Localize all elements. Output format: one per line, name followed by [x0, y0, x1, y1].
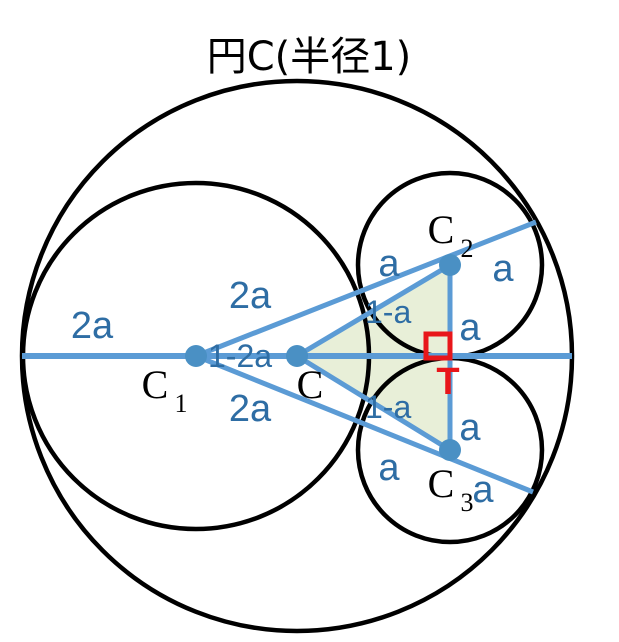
label-a-c3-above: a [459, 407, 481, 449]
label-1-minus-a-lower: 1-a [365, 389, 411, 425]
point-dot-C3 [439, 439, 461, 461]
point-dot-C2 [439, 254, 461, 276]
point-dot-C [286, 345, 308, 367]
diagram-title: 円C(半径1) [207, 34, 412, 80]
point-label-C3-subscript: 3 [461, 488, 474, 517]
segment-c-to-c3 [295, 353, 452, 453]
label-a-c3-right: a [472, 469, 494, 511]
label-2a-left: 2a [71, 305, 114, 347]
point-label-C2-subscript: 2 [461, 234, 474, 263]
right-angle-marker-icon [423, 331, 453, 361]
label-2a-upper: 2a [229, 275, 272, 317]
point-dot-C1 [185, 345, 207, 367]
label-a-c2-right: a [492, 248, 514, 290]
label-1-minus-a-upper: 1-a [365, 294, 411, 330]
segment-c-to-c2 [295, 262, 452, 359]
tangent-point-label-T: T [436, 361, 459, 403]
point-label-C3: C [428, 461, 455, 506]
point-label-C2: C [428, 207, 455, 252]
point-label-C1: C [142, 362, 169, 407]
label-a-c3-left: a [378, 447, 400, 489]
label-2a-lower: 2a [229, 388, 272, 430]
label-1-minus-2a: 1-2a [208, 338, 272, 374]
label-a-c2-below: a [459, 307, 481, 349]
segment-c1-to-c3-extended [195, 353, 534, 495]
segment-c1-to-c2-extended [195, 219, 537, 359]
label-a-c2-left: a [378, 243, 400, 285]
point-label-C: C [297, 362, 324, 407]
point-label-C1-subscript: 1 [175, 389, 188, 418]
